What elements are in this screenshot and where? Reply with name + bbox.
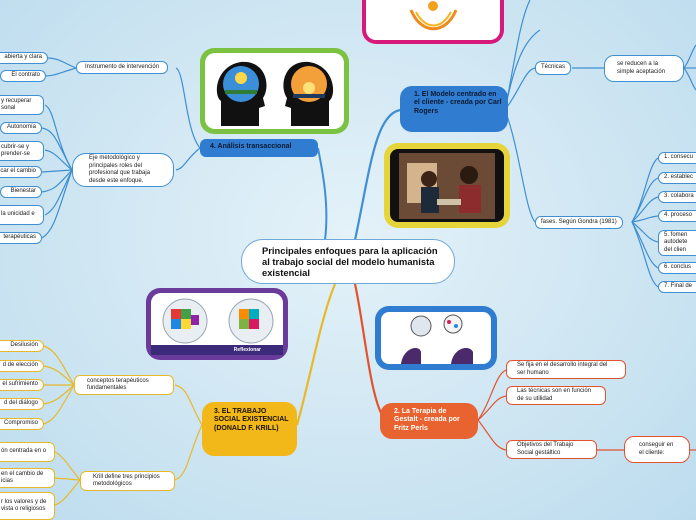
krill-item-3[interactable]: r los valores y de vista o religiosos — [0, 492, 55, 520]
head-silhouette-icon — [216, 61, 267, 126]
eje-item-6[interactable]: la unicidad e — [0, 205, 44, 225]
eje-item-7[interactable]: terapéuticas — [0, 232, 42, 244]
image-thinking-brains: Reflexionar — [146, 288, 288, 360]
concepto-5[interactable]: Compromiso — [0, 418, 44, 430]
head-silhouette-sunset-icon — [282, 61, 333, 126]
eje-node[interactable]: Eje metodológico y principales roles del… — [72, 153, 174, 187]
concepto-4[interactable]: d del diálogo — [0, 398, 44, 410]
gestalt-item-1[interactable]: Se fija en el desarrollo integral del se… — [506, 360, 626, 379]
krill-node[interactable]: Krill define tres principios metodológic… — [80, 471, 175, 491]
brains-puzzle-icon — [151, 298, 283, 355]
concepto-1[interactable]: Desilusión — [0, 340, 44, 352]
image-hands-heart — [362, 0, 504, 44]
eje-item-3[interactable]: cubrir-se y prender-se — [0, 141, 44, 161]
krill-item-2[interactable]: en el cambio de icias — [0, 468, 55, 488]
counseling-photo-icon — [399, 152, 495, 219]
concepto-2[interactable]: d de elección — [0, 360, 44, 372]
instrumento-item-1[interactable]: abierta y clara — [0, 52, 48, 64]
fase-2[interactable]: 2. establec — [658, 172, 696, 184]
eje-item-2[interactable]: Autonomía — [0, 122, 42, 134]
conceptos-node[interactable]: conceptos terapéuticos fundamentales — [74, 375, 174, 395]
image-mind-silhouettes — [200, 48, 349, 134]
instrumento-node[interactable]: Instrumento de intervención — [76, 61, 169, 74]
gestalt-item-2[interactable]: Las técnicas son en función de su utilid… — [506, 386, 606, 405]
fase-7[interactable]: 7. Final de — [658, 281, 696, 293]
instrumento-item-2[interactable]: El contrato — [0, 70, 46, 82]
image-mind-chat — [375, 306, 497, 370]
branch-gestalt-title[interactable]: 2. La Terapia de Gestalt - creada por Fr… — [380, 403, 478, 439]
image-counseling-session — [384, 143, 510, 228]
fase-1[interactable]: 1. consecu — [658, 152, 696, 164]
tecnicas-node[interactable]: Técnicas — [535, 61, 572, 75]
eje-item-4[interactable]: car el cambio — [0, 166, 42, 178]
concepto-3[interactable]: el sufrimiento — [0, 379, 44, 391]
fase-4[interactable]: 4. proceso — [658, 210, 696, 222]
fase-6[interactable]: 6. conclus — [658, 262, 696, 274]
gestalt-sub[interactable]: conseguir en el cliente: — [624, 436, 690, 463]
eje-item-5[interactable]: Bienestar — [0, 186, 42, 198]
branch-rogers-title[interactable]: 1. El Modelo centrado en el cliente - cr… — [400, 86, 508, 132]
fase-3[interactable]: 3. colabora — [658, 191, 696, 203]
image-caption: Reflexionar — [233, 347, 261, 353]
central-topic[interactable]: Principales enfoques para la aplicación … — [241, 239, 455, 284]
branch-analisis-title[interactable]: 4. Análisis transaccional — [200, 139, 318, 157]
krill-item-1[interactable]: ón centrada en o — [0, 442, 55, 462]
conversation-illustration-icon — [401, 314, 473, 364]
hands-heart-illustration — [409, 1, 458, 31]
fases-node[interactable]: fases. Según Gondra (1981) — [535, 216, 623, 229]
branch-existencial-title[interactable]: 3. EL TRABAJO SOCIAL EXISTENCIAL (DONALD… — [202, 402, 297, 456]
gestalt-item-3[interactable]: Objetivos del Trabajo Social gestáltico — [506, 440, 597, 459]
fase-5[interactable]: 5. fomen autodete del clien — [658, 230, 696, 256]
eje-item-1[interactable]: y recuperar sonal — [0, 95, 44, 115]
tecnicas-detail-node[interactable]: se reducen a la simple aceptación — [604, 55, 684, 82]
